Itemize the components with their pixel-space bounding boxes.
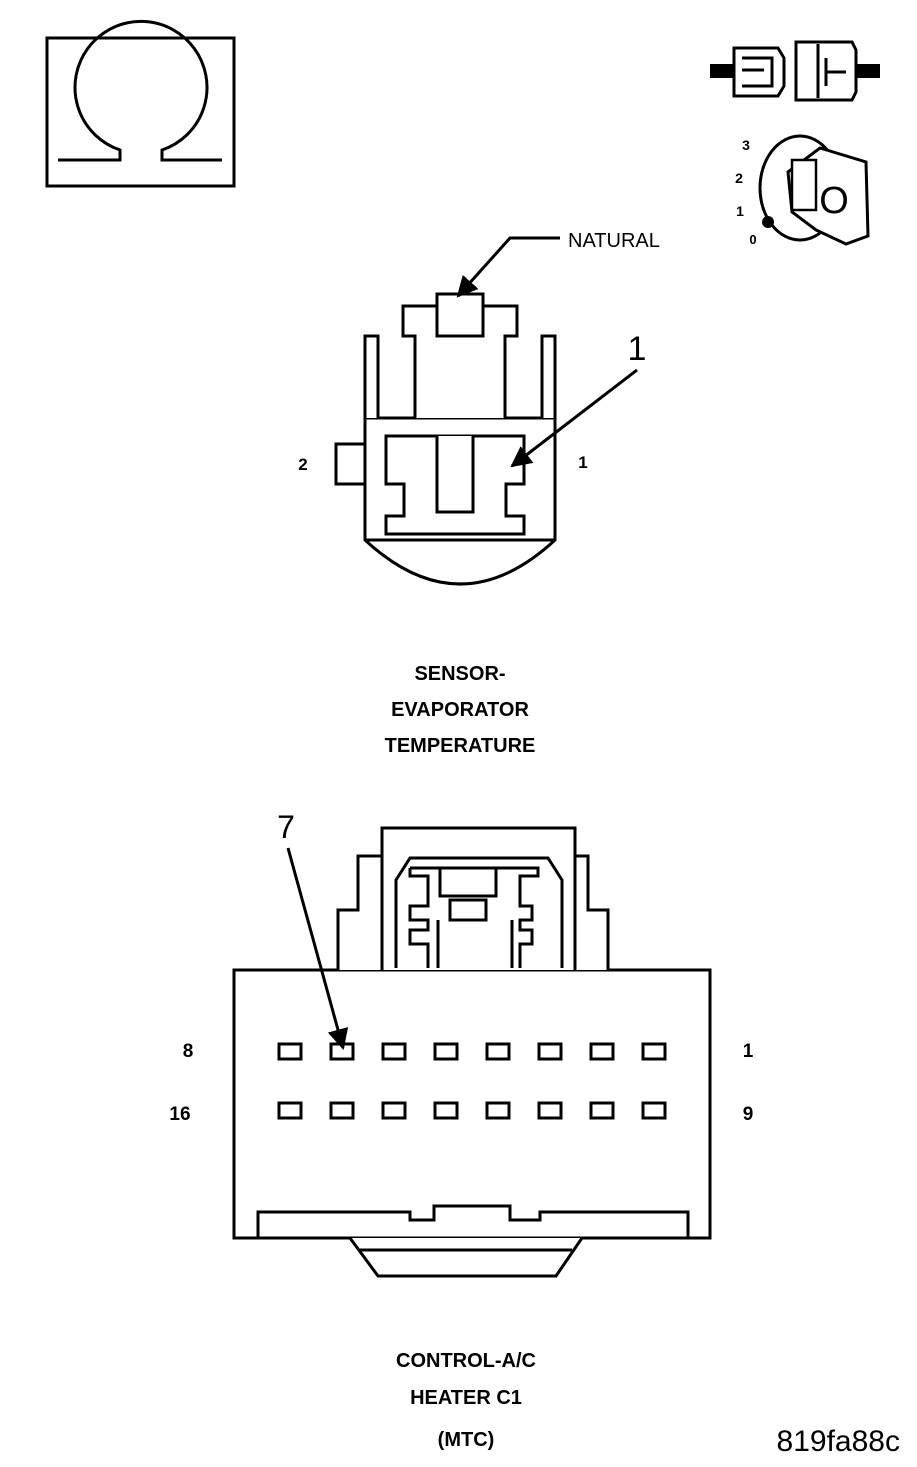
control-connector-title: CONTROL-A/C HEATER C1 (MTC) (396, 1350, 536, 1451)
pin-5 (433, 1042, 459, 1061)
sensor-pin-label-left: 2 (298, 455, 307, 474)
pin-3 (537, 1042, 563, 1061)
sensor-title-line-2: EVAPORATOR (391, 699, 529, 721)
natural-callout: NATURAL (456, 230, 660, 298)
disconnected-connector-icon (710, 40, 880, 102)
pin-10 (589, 1101, 615, 1120)
ignition-key-off-icon: O 3 2 1 0 (735, 134, 870, 247)
pin-1 (641, 1042, 667, 1061)
pin-16 (277, 1101, 303, 1120)
pin-12 (485, 1101, 511, 1120)
pin-7-callout: 7 (277, 809, 349, 1051)
ignition-position-1: 1 (736, 203, 744, 219)
control-title-line-2: HEATER C1 (410, 1387, 522, 1409)
sensor-connector-face (334, 292, 557, 586)
pin-6 (381, 1042, 407, 1061)
pin-1-callout: 1 (510, 330, 647, 468)
callout-number-7: 7 (277, 809, 295, 845)
pin-11 (537, 1101, 563, 1120)
pin-13 (433, 1101, 459, 1120)
sensor-title-line-1: SENSOR- (414, 663, 505, 685)
pin-9 (641, 1101, 667, 1120)
row1-left-pin-label: 8 (183, 1041, 194, 1062)
pin-15 (329, 1101, 355, 1120)
pin-8 (277, 1042, 303, 1061)
control-title-line-1: CONTROL-A/C (396, 1350, 536, 1372)
figure-id: 819fa88c (777, 1425, 900, 1458)
sensor-connector-title: SENSOR- EVAPORATOR TEMPERATURE (385, 663, 536, 757)
ignition-position-0: 0 (749, 232, 756, 247)
control-connector-face (232, 826, 712, 1278)
pin-4 (485, 1042, 511, 1061)
control-title-line-3: (MTC) (438, 1429, 495, 1451)
ignition-position-3: 3 (742, 137, 750, 153)
sensor-pin-label-right: 1 (578, 453, 587, 472)
pin-2 (589, 1042, 615, 1061)
ignition-key-letter: O (819, 180, 849, 222)
pin-row-bottom (277, 1101, 667, 1120)
row2-right-pin-label: 9 (743, 1104, 754, 1125)
row2-left-pin-label: 16 (169, 1104, 190, 1125)
connector-color-label: NATURAL (568, 230, 660, 252)
row1-right-pin-label: 1 (743, 1041, 754, 1062)
callout-number-1: 1 (628, 330, 647, 368)
pin-14 (381, 1101, 407, 1120)
sensor-title-line-3: TEMPERATURE (385, 735, 536, 757)
ignition-position-2: 2 (735, 170, 743, 186)
ohm-symbol-icon (45, 20, 236, 188)
